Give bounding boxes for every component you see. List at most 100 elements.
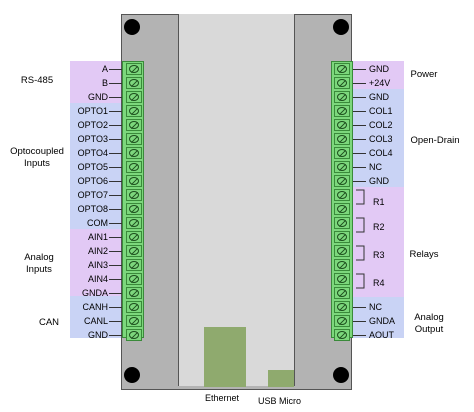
screw-head-icon — [129, 289, 139, 297]
pin-tick — [109, 69, 122, 70]
screw-terminal — [126, 217, 142, 229]
relay-brackets — [356, 189, 365, 289]
screw-terminal — [334, 133, 350, 145]
right-pin-label: R2 — [373, 222, 385, 232]
right-pin-label: COL3 — [369, 134, 393, 144]
screw-head-icon — [337, 93, 347, 101]
relays-band — [350, 187, 404, 297]
left-pin-label: OPTO3 — [77, 134, 108, 144]
mounting-hole-bottom-right — [333, 367, 349, 383]
pin-tick — [109, 237, 122, 238]
screw-head-icon — [337, 121, 347, 129]
screw-terminal — [126, 287, 142, 299]
right-pin-label: +24V — [369, 78, 391, 88]
relays-group-label: Relays — [409, 249, 439, 260]
screw-head-icon — [129, 303, 139, 311]
pin-tick — [109, 83, 122, 84]
screw-terminal — [334, 91, 350, 103]
left-pin-label: OPTO1 — [77, 106, 108, 116]
left-pin-label: OPTO2 — [77, 120, 108, 130]
pin-tick — [353, 139, 366, 140]
analog-output-group-label: Analog Output — [414, 312, 444, 335]
open-drain-band — [350, 89, 404, 187]
pin-tick — [353, 307, 366, 308]
screw-terminal — [334, 161, 350, 173]
left-pin-label: GND — [88, 330, 108, 340]
left-pin-label: AIN3 — [87, 260, 108, 270]
screw-head-icon — [129, 177, 139, 185]
mounting-hole-bottom-left — [124, 367, 140, 383]
right-pin-label: NC — [369, 162, 382, 172]
left-pin-label: B — [101, 78, 108, 88]
screw-terminal — [334, 301, 350, 313]
pin-tick — [109, 209, 122, 210]
screw-head-icon — [337, 331, 347, 339]
screw-terminal — [126, 175, 142, 187]
pin-tick — [353, 181, 366, 182]
optocoupled-band — [70, 103, 122, 229]
left-pin-label: GND — [88, 92, 108, 102]
left-pin-label: OPTO4 — [77, 148, 108, 158]
optocoupled-inputs-group-label: Optocoupled Inputs — [10, 146, 64, 169]
screw-head-icon — [129, 107, 139, 115]
analog-inputs-group-label: Analog Inputs — [24, 252, 54, 275]
right-pin-label: AOUT — [369, 330, 395, 340]
screw-head-icon — [129, 121, 139, 129]
screw-terminal — [126, 147, 142, 159]
mounting-hole-top-right — [333, 19, 349, 35]
left-pin-label: GNDA — [81, 288, 108, 298]
right-pin-label: R1 — [373, 197, 385, 207]
screw-head-icon — [337, 79, 347, 87]
right-pin-label: GND — [369, 64, 389, 74]
screw-head-icon — [337, 149, 347, 157]
mounting-hole-top-left — [124, 19, 140, 35]
pin-tick — [353, 321, 366, 322]
pin-tick — [109, 265, 122, 266]
left-pin-label: CANH — [82, 302, 108, 312]
screw-terminal — [126, 329, 142, 341]
screw-terminal — [126, 77, 142, 89]
pin-tick — [353, 125, 366, 126]
can-group-label: CAN — [38, 317, 60, 328]
screw-head-icon — [129, 149, 139, 157]
screw-head-icon — [129, 191, 139, 199]
screw-head-icon — [129, 219, 139, 227]
left-pin-label: AIN4 — [87, 274, 108, 284]
power-group-label: Power — [410, 69, 438, 80]
ethernet-connector — [204, 327, 246, 387]
pin-tick — [353, 97, 366, 98]
screw-terminal — [126, 91, 142, 103]
rs485-group-label: RS-485 — [20, 75, 54, 86]
screw-terminal — [334, 231, 350, 243]
screw-terminal — [334, 147, 350, 159]
screw-terminal — [126, 273, 142, 285]
screw-head-icon — [337, 289, 347, 297]
pin-tick — [109, 321, 122, 322]
screw-head-icon — [129, 65, 139, 73]
left-pin-label: OPTO6 — [77, 176, 108, 186]
pin-tick — [353, 69, 366, 70]
right-pin-label: COL1 — [369, 106, 393, 116]
screw-terminal — [126, 105, 142, 117]
screw-terminal — [334, 119, 350, 131]
screw-terminal — [126, 119, 142, 131]
left-pin-label: OPTO7 — [77, 190, 108, 200]
screw-head-icon — [337, 205, 347, 213]
screw-head-icon — [337, 107, 347, 115]
screw-terminal — [126, 259, 142, 271]
power-band — [350, 61, 404, 89]
screw-terminal — [334, 63, 350, 75]
right-pin-label: R3 — [373, 250, 385, 260]
left-pin-label: AIN1 — [87, 232, 108, 242]
pin-tick — [109, 223, 122, 224]
screw-head-icon — [129, 331, 139, 339]
screw-head-icon — [337, 303, 347, 311]
right-pin-label: COL2 — [369, 120, 393, 130]
pin-tick — [109, 279, 122, 280]
screw-head-icon — [337, 247, 347, 255]
usb-micro-label: USB Micro — [258, 396, 302, 406]
left-pin-label: A — [101, 64, 108, 74]
screw-terminal — [126, 301, 142, 313]
pin-tick — [109, 139, 122, 140]
screw-terminal — [334, 245, 350, 257]
